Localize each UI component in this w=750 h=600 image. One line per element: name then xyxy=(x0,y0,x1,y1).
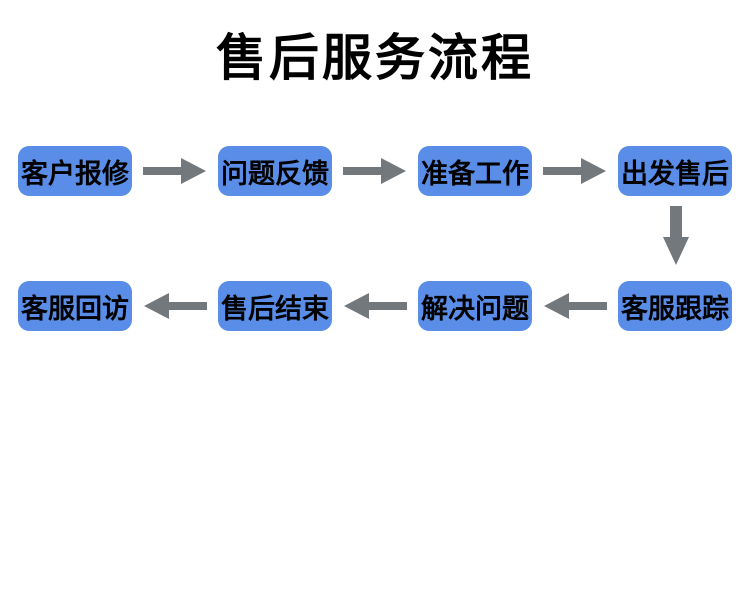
flow-node-depart-for-service: 出发售后 xyxy=(618,146,732,196)
flow-node-preparation: 准备工作 xyxy=(418,146,532,196)
arrow-left-icon xyxy=(343,288,407,324)
flow-node-customer-report: 客户报修 xyxy=(18,146,132,196)
arrow-right-icon xyxy=(143,153,207,189)
arrow-down-icon xyxy=(663,206,689,266)
arrow-left-icon xyxy=(143,288,207,324)
flow-row-top: 客户报修 问题反馈 准备工作 出发售后 xyxy=(18,146,732,196)
flow-node-solve-problem: 解决问题 xyxy=(418,281,532,331)
flow-node-service-tracking: 客服跟踪 xyxy=(618,281,732,331)
page-title: 售后服务流程 xyxy=(216,30,534,86)
flow-node-problem-feedback: 问题反馈 xyxy=(218,146,332,196)
arrow-right-icon xyxy=(343,153,407,189)
flow-node-service-end: 售后结束 xyxy=(218,281,332,331)
flow-node-follow-up-visit: 客服回访 xyxy=(18,281,132,331)
flow-row-bottom: 客服回访 售后结束 解决问题 客服跟踪 xyxy=(18,281,732,331)
arrow-left-icon xyxy=(543,288,607,324)
arrow-right-icon xyxy=(543,153,607,189)
